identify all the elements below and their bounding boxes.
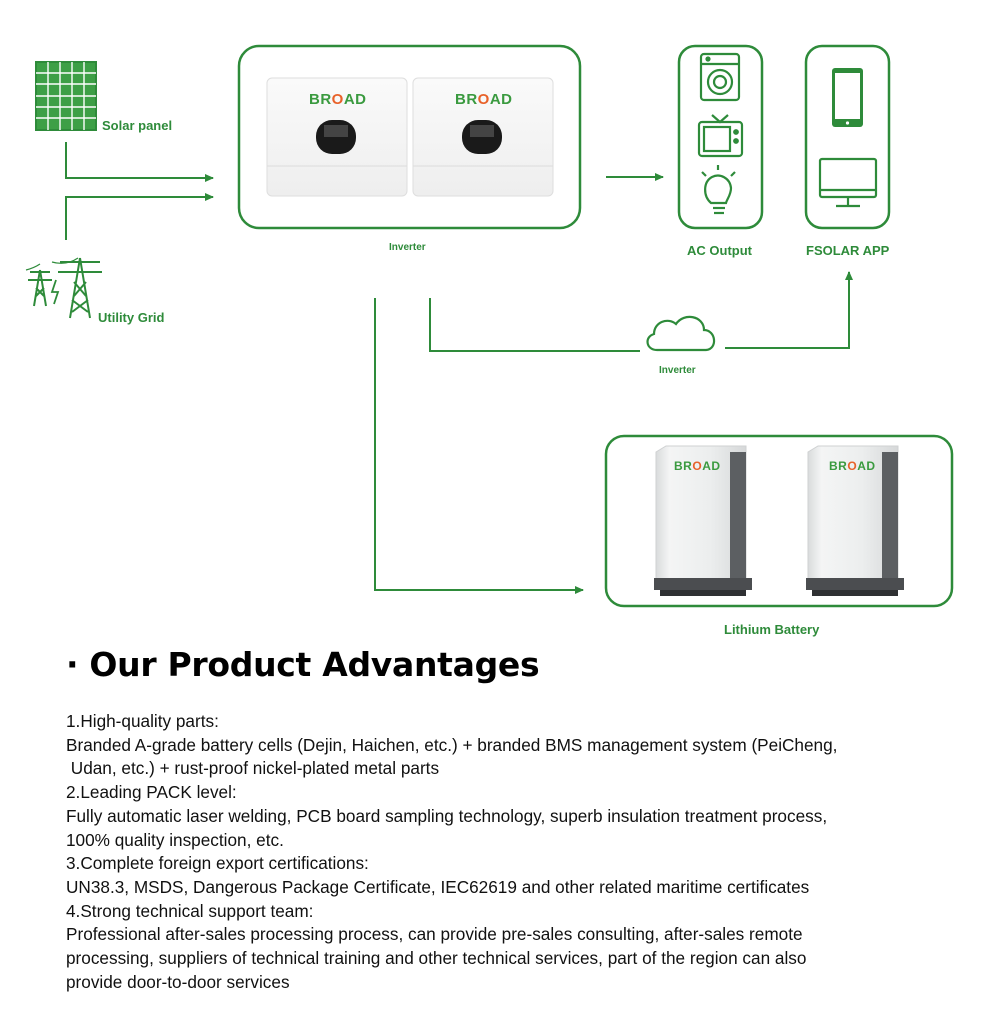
input-arrows bbox=[65, 142, 214, 240]
cloud-label: Inverter bbox=[659, 365, 696, 376]
battery-unit bbox=[806, 445, 904, 596]
solar-panel-icon bbox=[35, 61, 97, 131]
power-tower-icon bbox=[25, 257, 102, 319]
ac-output-box bbox=[677, 44, 764, 230]
advantage-title: 1.High-quality parts: bbox=[66, 711, 219, 731]
brand-logo: BROAD bbox=[455, 91, 513, 108]
advantage-text: Branded A-grade battery cells (Dejin, Ha… bbox=[66, 734, 838, 755]
app-box bbox=[804, 44, 891, 230]
washing-machine-icon bbox=[699, 52, 741, 102]
advantage-text: provide door-to-door services bbox=[66, 971, 290, 992]
battery-arrow bbox=[374, 298, 584, 594]
utility-grid-label: Utility Grid bbox=[98, 310, 165, 325]
cloud-icon bbox=[646, 315, 716, 352]
advantages-list: 1.High-quality parts: Branded A-grade ba… bbox=[66, 710, 966, 994]
battery-label: Lithium Battery bbox=[724, 622, 820, 637]
advantage-title: 3.Complete foreign export certifications… bbox=[66, 853, 369, 874]
inverter-unit bbox=[266, 77, 408, 197]
battery-unit bbox=[654, 445, 752, 596]
inverter-unit bbox=[412, 77, 554, 197]
light-bulb-icon bbox=[701, 165, 736, 215]
app-label: FSOLAR APP bbox=[806, 243, 890, 258]
advantage-text: Udan, etc.) + rust-proof nickel-plated m… bbox=[66, 758, 440, 779]
brand-logo: BROAD bbox=[674, 459, 721, 473]
advantages-heading: · Our Product Advantages bbox=[66, 645, 540, 684]
inverter-label: Inverter bbox=[389, 242, 426, 253]
advantage-title: 2.Leading PACK level: bbox=[66, 782, 237, 803]
advantage-text: Fully automatic laser welding, PCB board… bbox=[66, 805, 828, 826]
cloud-link bbox=[429, 271, 853, 352]
smartphone-icon bbox=[832, 68, 863, 127]
advantage-text: processing, suppliers of technical train… bbox=[66, 948, 807, 969]
tv-icon bbox=[697, 114, 744, 158]
solar-panel-label: Solar panel bbox=[102, 118, 173, 133]
advantage-text: UN38.3, MSDS, Dangerous Package Certific… bbox=[66, 876, 810, 897]
advantage-text: 100% quality inspection, etc. bbox=[66, 829, 284, 850]
system-diagram bbox=[25, 44, 954, 608]
advantage-text: Professional after-sales processing proc… bbox=[66, 924, 803, 945]
brand-logo: BROAD bbox=[309, 91, 367, 108]
monitor-icon bbox=[818, 157, 878, 208]
ac-output-label: AC Output bbox=[687, 243, 752, 258]
brand-logo: BROAD bbox=[829, 459, 876, 473]
advantage-title: 4.Strong technical support team: bbox=[66, 900, 314, 921]
